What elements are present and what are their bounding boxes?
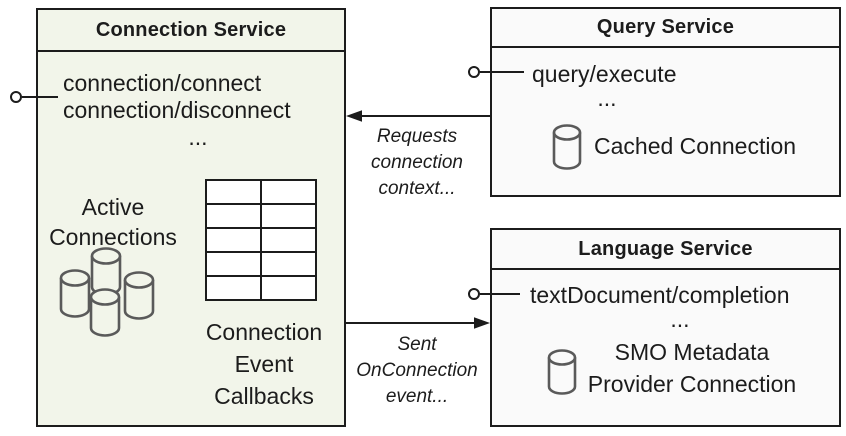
callback-table-cell: [262, 229, 315, 251]
callback-table-cell: [262, 181, 315, 203]
requests-arrow: [346, 110, 490, 122]
label-line: Connection: [205, 319, 323, 345]
label-line: OnConnection: [356, 360, 478, 381]
callback-table-cell: [207, 253, 260, 275]
callback-table-cell: [207, 181, 260, 203]
connection-methods-list: connection/connect connection/disconnect…: [63, 70, 333, 151]
label-line: Provider Connection: [587, 371, 797, 397]
label-line: connection: [371, 152, 463, 173]
connection-service-box: Connection Service connection/connect co…: [36, 8, 346, 427]
label-line: Requests: [376, 126, 458, 147]
callback-table-cell: [207, 229, 260, 251]
methods-ellipsis: ...: [597, 85, 617, 111]
label-line: Connections: [49, 224, 177, 250]
query-service-box: Query Service query/execute ... Cached C…: [490, 7, 841, 197]
sent-onconnection-event-label: Sent OnConnection event...: [351, 332, 483, 410]
methods-ellipsis: ...: [670, 306, 690, 332]
method-query-execute: query/execute: [532, 61, 677, 87]
sent-arrow: [345, 317, 490, 329]
callback-table-grid: [205, 179, 317, 301]
connection-event-callbacks-label: Connection Event Callbacks: [189, 316, 339, 412]
cached-connection-label: Cached Connection: [594, 133, 797, 159]
label-line: event...: [385, 386, 449, 407]
active-connections-label: Active Connections: [43, 192, 183, 252]
database-cluster-icon: [59, 247, 155, 337]
label-line: Active: [81, 194, 145, 220]
label-line: Event: [234, 351, 294, 377]
label-line: SMO Metadata: [614, 339, 770, 365]
language-service-title: Language Service: [492, 230, 839, 270]
language-service-box: Language Service textDocument/completion…: [490, 228, 841, 427]
database-cylinder-icon: [547, 349, 577, 395]
methods-ellipsis: ...: [188, 124, 208, 150]
callback-table-cell: [262, 253, 315, 275]
method-connection-connect: connection/connect: [63, 70, 262, 96]
connection-service-title: Connection Service: [38, 10, 344, 52]
label-line: Callbacks: [214, 383, 314, 409]
requests-connection-context-label: Requests connection context...: [351, 124, 483, 202]
method-textdocument-completion: textDocument/completion: [530, 282, 790, 308]
callback-table-cell: [207, 205, 260, 227]
database-cylinder-icon: [552, 124, 582, 170]
callback-table-cell: [262, 277, 315, 299]
method-connection-disconnect: connection/disconnect: [63, 97, 291, 123]
label-line: context...: [378, 178, 456, 199]
callback-table-cell: [207, 277, 260, 299]
callback-table-cell: [262, 205, 315, 227]
query-service-title: Query Service: [492, 9, 839, 48]
label-line: Sent: [397, 334, 437, 355]
smo-metadata-provider-label: SMO Metadata Provider Connection: [582, 336, 802, 400]
